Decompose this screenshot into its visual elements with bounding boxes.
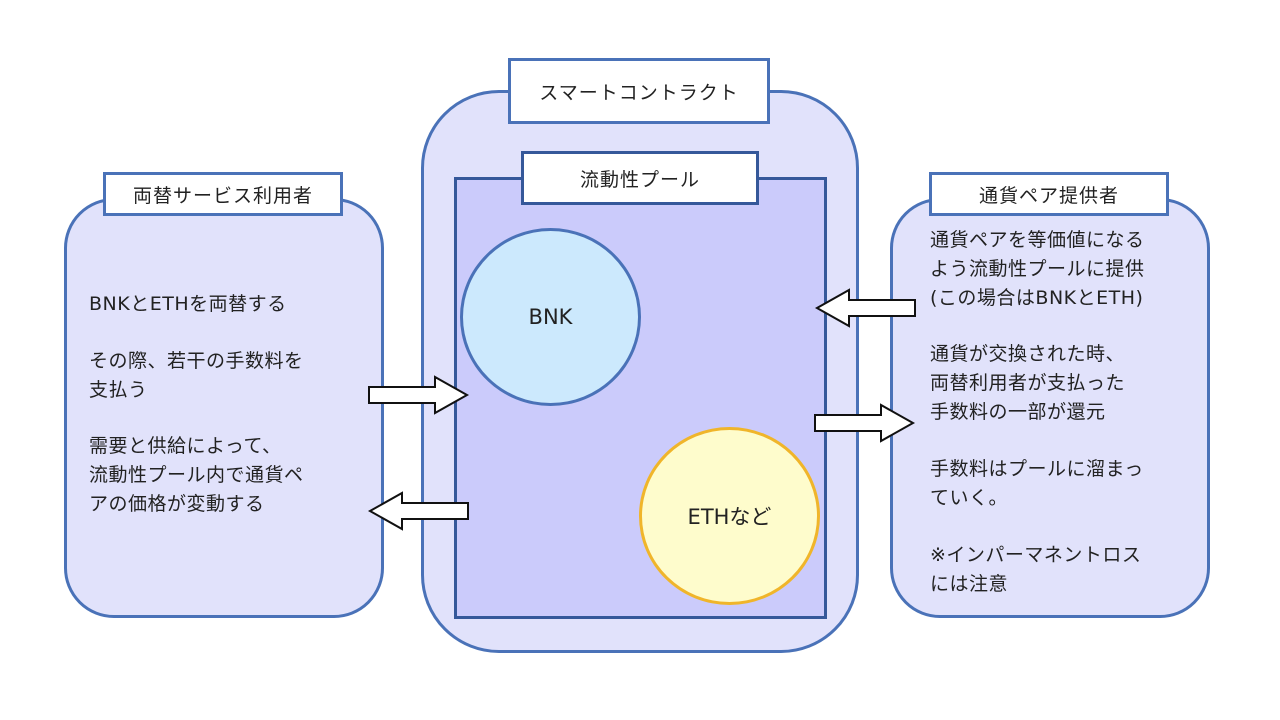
liquidity-pool-title: 流動性プール xyxy=(521,151,759,205)
exchange-user-title: 両替サービス利用者 xyxy=(103,172,343,216)
eth-token-circle: ETHなど xyxy=(639,427,820,605)
eth-token-label: ETHなど xyxy=(687,505,772,529)
left-arrow-icon xyxy=(367,491,469,531)
pool-to-user-arrow xyxy=(366,491,470,531)
exchange-user-text-2: その際、若干の手数料を 支払う xyxy=(89,350,304,401)
exchange-user-panel xyxy=(64,198,384,618)
smart-contract-title-text: スマートコントラクト xyxy=(539,81,739,104)
pool-to-provider-arrow xyxy=(813,403,917,443)
right-arrow-icon xyxy=(368,375,470,415)
exchange-user-text-1: BNKとETHを両替する xyxy=(89,293,287,315)
right-arrow-icon xyxy=(814,403,916,443)
exchange-user-text-3: 需要と供給によって、 流動性プール内で通貨ペ アの価格が変動する xyxy=(89,435,304,515)
user-to-pool-arrow xyxy=(367,375,471,415)
pair-provider-panel xyxy=(890,198,1210,618)
pair-provider-title: 通貨ペア提供者 xyxy=(929,172,1169,216)
liquidity-pool-title-text: 流動性プール xyxy=(579,168,700,191)
bnk-token-circle: BNK xyxy=(460,228,641,406)
exchange-user-title-text: 両替サービス利用者 xyxy=(132,184,313,207)
smart-contract-title: スマートコントラクト xyxy=(508,58,770,124)
pair-provider-text-4: ※インパーマネントロス には注意 xyxy=(930,544,1142,595)
provider-to-pool-arrow xyxy=(813,288,917,328)
pair-provider-title-text: 通貨ペア提供者 xyxy=(978,184,1119,207)
pair-provider-text-2: 通貨が交換された時、 両替利用者が支払った 手数料の一部が還元 xyxy=(930,343,1126,423)
pair-provider-text-1: 通貨ペアを等価値になる よう流動性プールに提供 (この場合はBNKとETH) xyxy=(930,229,1145,309)
left-arrow-icon xyxy=(814,288,916,328)
bnk-token-label: BNK xyxy=(528,305,573,329)
pair-provider-text-3: 手数料はプールに溜まっ ていく。 xyxy=(930,458,1144,509)
